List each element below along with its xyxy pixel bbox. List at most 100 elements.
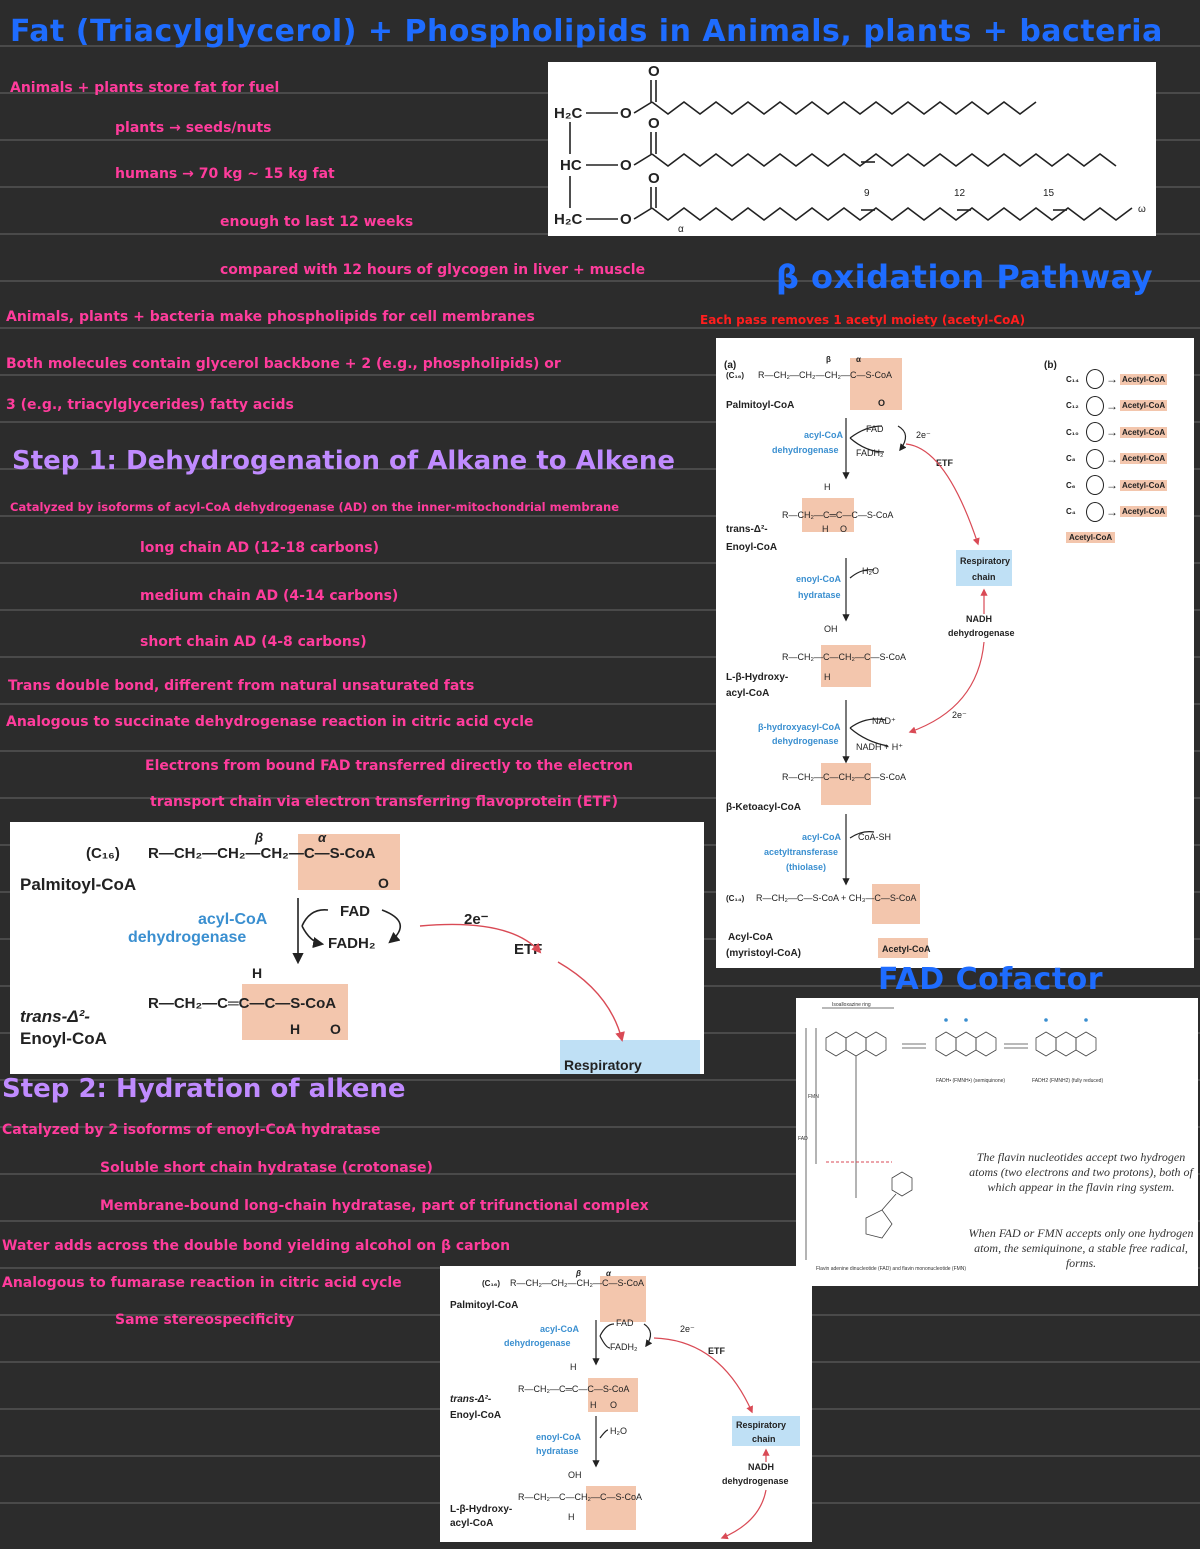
position-15: 15 xyxy=(1043,188,1055,199)
o-label: O xyxy=(330,1021,341,1037)
acetyl-coa-product: Acetyl-CoA xyxy=(1120,400,1168,412)
h2c-label: H₂C xyxy=(554,105,582,122)
page-title: Fat (Triacylglycerol) + Phospholipids in… xyxy=(10,14,1163,49)
h-label: H xyxy=(290,1021,300,1037)
hydroxyacyl-label: acyl-CoA xyxy=(450,1518,493,1529)
fad-caption: Flavin adenine dinucleotide (FAD) and fl… xyxy=(816,1266,966,1272)
acetyl-coa-label: Acetyl-CoA xyxy=(882,944,931,954)
arrow-right-icon: → xyxy=(1106,372,1118,387)
final-formula: R—CH₂—C—S-CoA + CH₃—C—S-CoA xyxy=(756,893,916,903)
arrow-right-icon: → xyxy=(1106,478,1118,493)
palmitoyl-formula: R—CH₂—CH₂—CH₂—C—S-CoA xyxy=(148,845,376,862)
bhd-enzyme: β-hydroxyacyl-CoA xyxy=(758,722,841,732)
arrow-right-icon: → xyxy=(1106,425,1118,440)
step1-line: Electrons from bound FAD transferred dir… xyxy=(145,758,633,774)
carbonyl-oxygen: O xyxy=(648,115,660,132)
hydroxyacyl-label: acyl-CoA xyxy=(726,688,769,699)
semiquinone-label: FADH• (FMNH•) (semiquinone) xyxy=(936,1078,1005,1084)
note-line: compared with 12 hours of glycogen in li… xyxy=(220,262,646,278)
hydratase-enzyme: hydratase xyxy=(536,1446,579,1456)
nadh-dh-label: NADH xyxy=(966,614,992,624)
step1-svg: (C₁₆) R—CH₂—CH₂—CH₂—C—S-CoA β α O Palmit… xyxy=(20,830,700,1074)
panel-a-label: (a) xyxy=(724,360,736,371)
carbonyl-o: O xyxy=(878,398,885,408)
panel-b-label: (b) xyxy=(1044,360,1057,371)
o-label: O xyxy=(610,1400,617,1410)
trans-enoyl-label: Enoyl-CoA xyxy=(20,1029,107,1048)
chain-step: C₁₀→Acetyl-CoA xyxy=(1066,419,1190,446)
oh-label: OH xyxy=(568,1470,582,1480)
fad-label: FAD xyxy=(616,1318,634,1328)
myristoyl-label: (myristoyl-CoA) xyxy=(726,948,801,959)
palmitoyl-coa-label: Palmitoyl-CoA xyxy=(20,875,136,894)
h-label: H xyxy=(252,965,262,981)
hydratase-enzyme: enoyl-CoA xyxy=(796,574,842,584)
hydroxyacyl-label: L-β-Hydroxy- xyxy=(726,672,788,683)
acd-enzyme: dehydrogenase xyxy=(128,929,246,946)
hydratase-enzyme: enoyl-CoA xyxy=(536,1432,582,1442)
two-electron-label: 2e⁻ xyxy=(464,911,489,928)
o-label: O xyxy=(840,524,847,534)
c16-label: (C₁₆) xyxy=(726,371,744,380)
two-electron-label: 2e⁻ xyxy=(952,710,967,720)
respiratory-chain: chain xyxy=(752,1434,776,1444)
fad-bracket-label: FAD xyxy=(798,1136,808,1142)
palmitoyl-formula: R—CH₂—CH₂—CH₂—C—S-CoA xyxy=(510,1278,644,1288)
fad-cofactor-structure: Isoalloxazine ring FADH• (FMNH•) (semiqu… xyxy=(796,998,1198,1286)
chain-length-label: C₈ xyxy=(1066,454,1076,464)
acd-enzyme: acyl-CoA xyxy=(198,911,268,928)
hydroxy-formula: R—CH₂—C—CH₂—C—S-CoA xyxy=(782,652,906,662)
fad-svg: Isoalloxazine ring FADH• (FMNH•) (semiqu… xyxy=(798,1002,1103,1272)
fad-cofactor-title: FAD Cofactor xyxy=(878,962,1104,997)
h-label: H xyxy=(590,1400,597,1410)
chain-step: C₁₂→Acetyl-CoA xyxy=(1066,393,1190,420)
note-line: 3 (e.g., triacylglycerides) fatty acids xyxy=(6,397,294,413)
respiratory-chain: chain xyxy=(972,572,996,582)
carbonyl-oxygen: O xyxy=(648,63,660,80)
chain-length-label: C₁₄ xyxy=(1066,374,1079,384)
position-12: 12 xyxy=(954,188,966,199)
note-line: enough to last 12 weeks xyxy=(220,214,414,230)
chain-oval-icon xyxy=(1086,475,1104,496)
acyl-coa-label: Acyl-CoA xyxy=(728,932,773,943)
ester-oxygen: O xyxy=(620,211,632,228)
note-line: Both molecules contain glycerol backbone… xyxy=(6,356,561,372)
beta-symbol: β xyxy=(254,830,263,845)
ring-label: Isoalloxazine ring xyxy=(832,1002,871,1008)
step1-line: medium chain AD (4-14 carbons) xyxy=(140,588,399,604)
chain-length-label: C₁₂ xyxy=(1066,401,1079,411)
nadh-dh-label: dehydrogenase xyxy=(948,628,1015,638)
nadh-label: NADH + H⁺ xyxy=(856,742,903,752)
ketoacyl-label: β-Ketoacyl-CoA xyxy=(726,802,801,813)
chain-oval-icon xyxy=(1086,448,1104,469)
alpha-marker: α xyxy=(678,224,684,235)
water-label: H₂O xyxy=(610,1426,627,1436)
trans-enoyl-label: trans-Δ²- xyxy=(450,1394,492,1405)
pathway-svg: (a) (C₁₆) R—CH₂—CH₂—CH₂—C—S-CoA β α O Pa… xyxy=(724,355,1057,959)
step2-title: Step 2: Hydration of alkene xyxy=(2,1074,406,1104)
water-label: H₂O xyxy=(862,566,879,576)
step2-diagram: (C₁₆) R—CH₂—CH₂—CH₂—C—S-CoA β α Palmitoy… xyxy=(440,1266,812,1542)
step1-line: transport chain via electron transferrin… xyxy=(150,794,619,810)
step1-diagram: (C₁₆) R—CH₂—CH₂—CH₂—C—S-CoA β α O Palmit… xyxy=(10,822,704,1074)
bhd-enzyme: dehydrogenase xyxy=(772,736,839,746)
thiolase-enzyme: (thiolase) xyxy=(786,862,826,872)
hydratase-enzyme: hydratase xyxy=(798,590,841,600)
acetyl-coa-product: Acetyl-CoA xyxy=(1120,479,1168,491)
step2-line: Analogous to fumarase reaction in citric… xyxy=(2,1275,402,1291)
c16-label: (C₁₆) xyxy=(482,1279,500,1288)
fad-label: FAD xyxy=(866,424,884,434)
chain-length-label: C₆ xyxy=(1066,480,1076,490)
fad-note-2: When FAD or FMN accepts only one hydroge… xyxy=(968,1226,1194,1270)
acetyl-coa-product: Acetyl-CoA xyxy=(1120,506,1168,518)
chain-length-label: C₄ xyxy=(1066,507,1076,517)
beta-oxidation-subtitle: Each pass removes 1 acetyl moiety (acety… xyxy=(700,313,1026,327)
step1-title: Step 1: Dehydrogenation of Alkane to Alk… xyxy=(12,446,676,476)
palmitoyl-coa-label: Palmitoyl-CoA xyxy=(450,1300,518,1311)
fad-label: FAD xyxy=(340,903,370,920)
carbonyl-o: O xyxy=(378,875,389,891)
note-line: Animals + plants store fat for fuel xyxy=(10,80,280,96)
nad-label: NAD⁺ xyxy=(872,716,896,726)
acd-enzyme: acyl-CoA xyxy=(540,1324,580,1334)
